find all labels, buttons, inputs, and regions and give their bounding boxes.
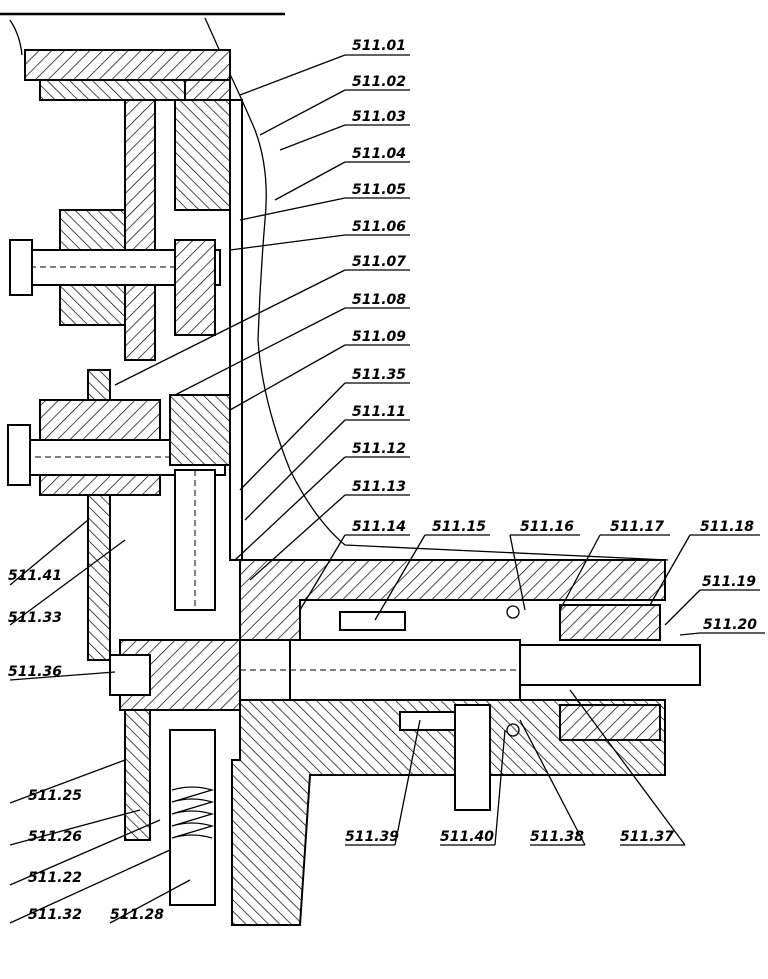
callout-511-15: 511.15 [432,519,486,535]
key-lower [399,711,461,731]
vertical-wall [229,99,243,561]
callout-511-17: 511.17 [610,519,664,535]
callout-511-39: 511.39 [345,829,399,845]
callout-511-06: 511.06 [352,219,406,235]
callout-511-33: 511.33 [8,610,62,626]
right-sleeve-lower [559,704,661,741]
right-shaft [519,644,701,686]
leader-lines [9,54,765,924]
callout-511-18: 511.18 [700,519,754,535]
middle-nut [7,424,31,486]
lower-lever [124,709,151,841]
callout-511-28: 511.28 [110,907,164,923]
spring [171,786,215,839]
callout-511-01: 511.01 [352,38,406,54]
callout-511-16: 511.16 [520,519,574,535]
callout-511-19: 511.19 [702,574,756,590]
right-sleeve [559,604,661,641]
callout-511-22: 511.22 [28,870,82,886]
callout-511-32: 511.32 [28,907,82,923]
spring-housing [169,729,216,906]
key-upper [339,611,406,631]
callout-511-26: 511.26 [28,829,82,845]
callout-511-02: 511.02 [352,74,406,90]
callout-511-25: 511.25 [28,788,82,804]
callout-511-38: 511.38 [530,829,584,845]
callout-511-07: 511.07 [352,254,406,270]
callout-511-05: 511.05 [352,182,406,198]
main-housing-lower [231,699,666,926]
bearing-ball-upper [506,605,520,619]
upper-collar [174,239,216,336]
side-plate [174,99,231,211]
top-housing-plate [24,49,231,81]
callout-511-09: 511.09 [352,329,406,345]
middle-bracket [169,394,231,466]
grease-nipple [454,704,491,811]
front-bolt [109,654,151,696]
callout-511-20: 511.20 [703,617,757,633]
callout-511-41: 511.41 [8,568,62,584]
callout-511-11: 511.11 [352,404,406,420]
upper-arm [124,99,156,361]
callout-511-37: 511.37 [620,829,674,845]
callout-511-40: 511.40 [440,829,494,845]
callout-511-12: 511.12 [352,441,406,457]
callout-511-04: 511.04 [352,146,406,162]
callout-511-14: 511.14 [352,519,406,535]
callout-511-36: 511.36 [8,664,62,680]
callout-511-13: 511.13 [352,479,406,495]
top-rail [39,79,191,101]
upper-nut [9,239,33,296]
callout-511-03: 511.03 [352,109,406,125]
callout-511-08: 511.08 [352,292,406,308]
bearing-ball-lower [506,723,520,737]
callout-511-35: 511.35 [352,367,406,383]
